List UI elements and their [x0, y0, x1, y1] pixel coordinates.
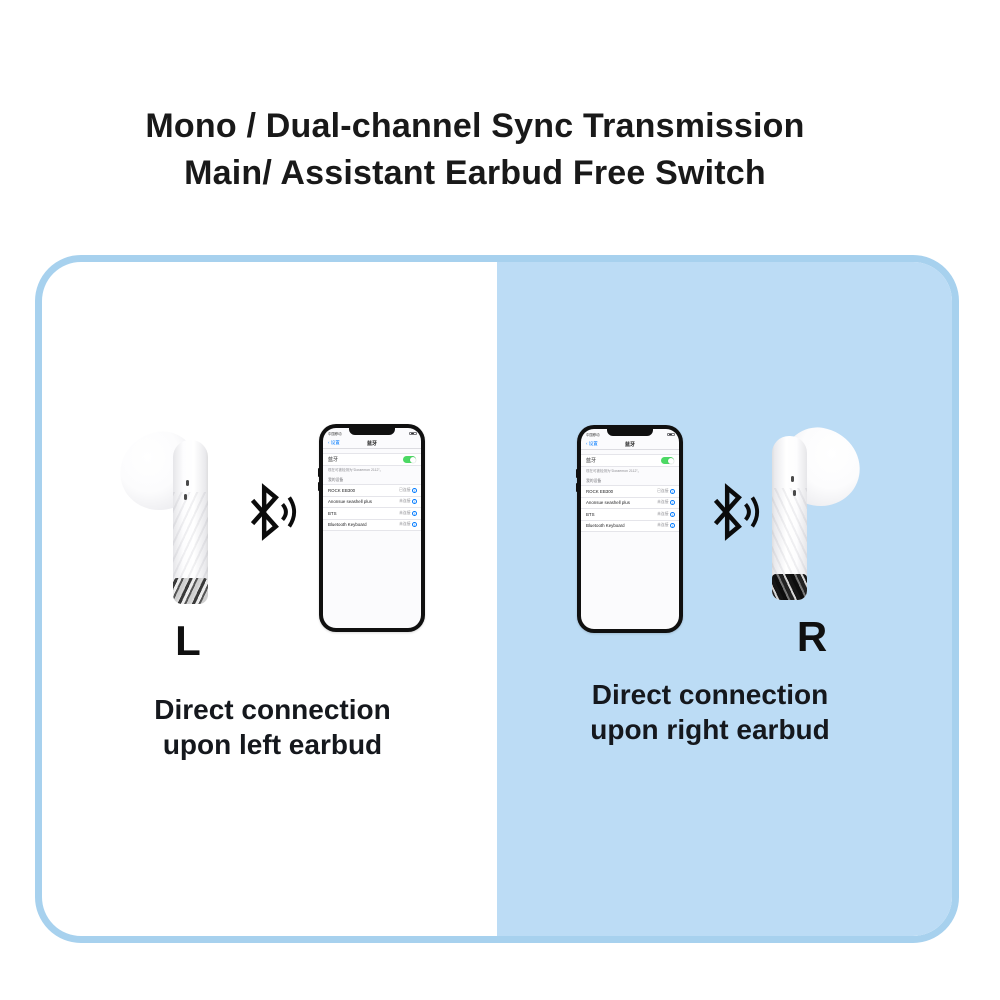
info-icon: i [412, 510, 417, 516]
bluetooth-label: 蓝牙 [586, 458, 597, 464]
info-icon: i [670, 511, 675, 517]
feature-board: L 中国移动 ‹ 设置 蓝牙 [35, 255, 959, 943]
earbud-mic-hole [186, 480, 189, 486]
phone-volume-button [317, 468, 320, 477]
nav-bar: ‹ 设置 蓝牙 [323, 439, 421, 449]
screen-title: 蓝牙 [624, 442, 635, 448]
bluetooth-icon [250, 483, 297, 541]
phone-volume-button [575, 483, 578, 492]
title-line-1: Mono / Dual-channel Sync Transmission [145, 107, 805, 145]
carrier-label: 中国移动 [328, 432, 342, 436]
bluetooth-toggle-row: 蓝牙 [323, 453, 421, 466]
left-earbud-image [113, 425, 210, 611]
phone-screen: 中国移动 ‹ 设置 蓝牙 蓝牙 现在可被检测为“Doraemon 2112”。 … [323, 428, 421, 628]
earbud-mic-hole [791, 476, 794, 482]
screen-title: 蓝牙 [366, 441, 377, 447]
left-caption: Direct connection upon left earbud [154, 694, 391, 761]
battery-icon [667, 432, 675, 437]
bluetooth-toggle [661, 457, 674, 464]
earbud-mic-hole [793, 490, 796, 496]
nav-bar: ‹ 设置 蓝牙 [581, 440, 679, 450]
status-bar: 中国移动 [586, 431, 675, 439]
my-devices-label: 我的设备 [586, 479, 602, 483]
earbud-texture [772, 488, 807, 580]
right-caption: Direct connection upon right earbud [590, 679, 830, 746]
info-icon: i [670, 488, 675, 494]
bluetooth-label: 蓝牙 [328, 457, 339, 463]
info-icon: i [670, 500, 675, 506]
phone-volume-button [575, 469, 578, 478]
earbud-texture [173, 492, 208, 584]
discoverable-text: 现在可被检测为“Doraemon 2112”。 [586, 469, 642, 473]
toggle-knob [409, 456, 416, 463]
phone-screen: 中国移动 ‹ 设置 蓝牙 蓝牙 现在可被检测为“Doraemon 2112”。 … [581, 429, 679, 629]
left-earbud-label: L [175, 617, 201, 664]
status-bar: 中国移动 [328, 430, 417, 438]
earbud-stem [173, 440, 208, 604]
earbud-charging-tip [173, 578, 208, 604]
board-frame [35, 255, 959, 943]
right-phone-mockup: 中国移动 ‹ 设置 蓝牙 蓝牙 现在可被检测为“Doraemon 2112”。 … [575, 425, 683, 633]
earbud-stem [772, 436, 807, 600]
title-line-2: Main/ Assistant Earbud Free Switch [184, 153, 766, 192]
my-devices-label: 我的设备 [328, 478, 344, 482]
phone-notch [349, 428, 395, 435]
earbud-charging-tip [772, 574, 807, 600]
bluetooth-toggle-row: 蓝牙 [581, 454, 679, 467]
bluetooth-icon [713, 483, 760, 541]
left-phone-mockup: 中国移动 ‹ 设置 蓝牙 蓝牙 现在可被检测为“Doraemon 2112”。 … [317, 424, 425, 632]
carrier-label: 中国移动 [586, 433, 600, 437]
toggle-knob [667, 457, 674, 464]
info-icon: i [412, 487, 417, 493]
earbud-mic-hole [184, 494, 187, 500]
right-earbud-label: R [796, 613, 828, 660]
bluetooth-toggle [403, 456, 416, 463]
back-link: ‹ 设置 [586, 441, 598, 446]
battery-icon [409, 431, 417, 436]
right-earbud-image [770, 421, 867, 607]
back-link: ‹ 设置 [328, 440, 340, 445]
info-icon: i [412, 499, 417, 505]
phone-volume-button [317, 482, 320, 491]
page-title: Mono / Dual-channel Sync Transmission Ma… [0, 103, 950, 197]
discoverable-text: 现在可被检测为“Doraemon 2112”。 [328, 468, 384, 472]
right-panel-background [497, 262, 952, 936]
info-icon: i [670, 523, 675, 529]
phone-notch [607, 429, 653, 436]
info-icon: i [412, 522, 417, 528]
